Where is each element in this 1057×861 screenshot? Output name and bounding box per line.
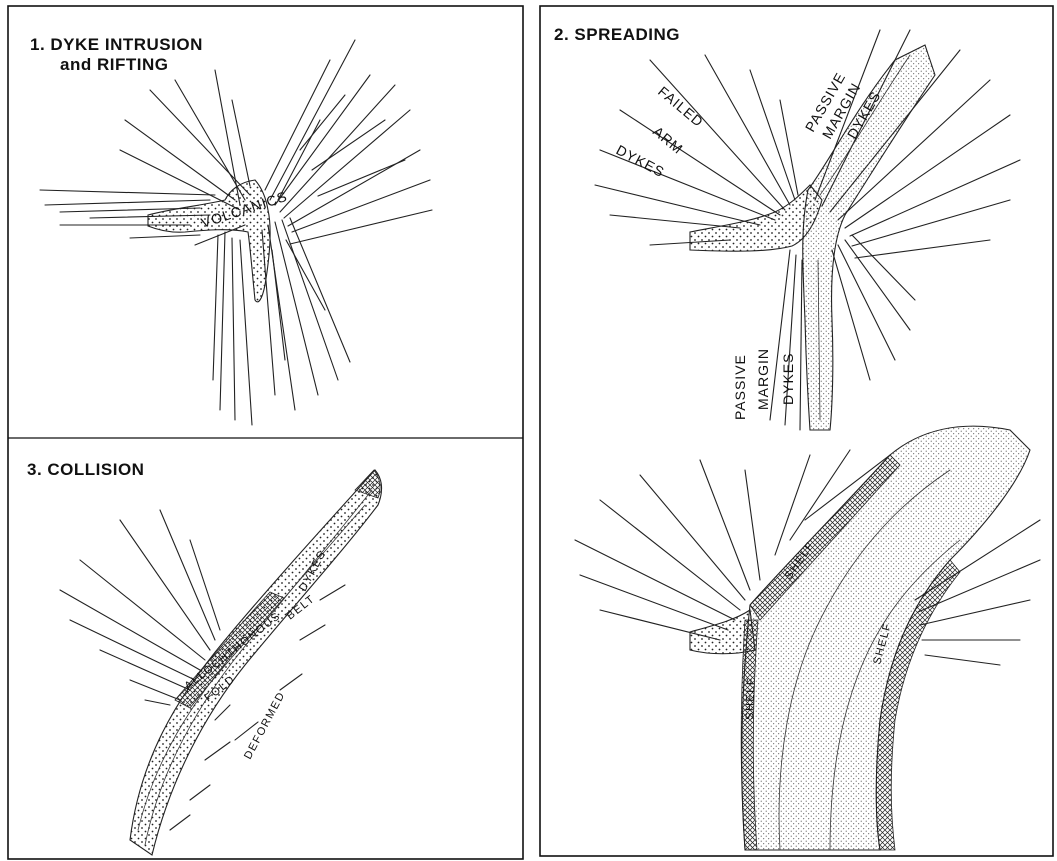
dykes-lower-label: DYKES [780, 353, 796, 405]
panel-collision: 3. COLLISION ALLOCH [27, 460, 382, 855]
spreading-failed-arm [690, 185, 822, 251]
failed-label: FAILED [655, 83, 707, 130]
panel-dyke-intrusion: 1. DYKE INTRUSION and RIFTING [30, 35, 432, 425]
s-dyke-swarm [213, 218, 350, 425]
panel-3-title: 3. COLLISION [27, 460, 144, 479]
failed-dykes-label: DYKES [614, 142, 668, 181]
panel-2-title: 2. SPREADING [554, 25, 680, 44]
panel-1-title-line-1: 1. DYKE INTRUSION [30, 35, 203, 54]
nw-dyke-swarm [120, 70, 250, 210]
panel-1-title-line-2: and RIFTING [60, 55, 168, 74]
passive-lower-label: PASSIVE [732, 354, 748, 420]
deformed-label: DEFORMED [242, 690, 288, 762]
shelf-label-left: SHELF [744, 677, 757, 720]
panel-mature-ocean: SHELF SHELF SHELF [575, 426, 1040, 850]
ne-dyke-swarm [265, 40, 432, 244]
panel-spreading: 2. SPREADING [554, 25, 1020, 430]
margin-lower-label: MARGIN [755, 348, 771, 410]
arm-label: ARM [650, 123, 686, 157]
